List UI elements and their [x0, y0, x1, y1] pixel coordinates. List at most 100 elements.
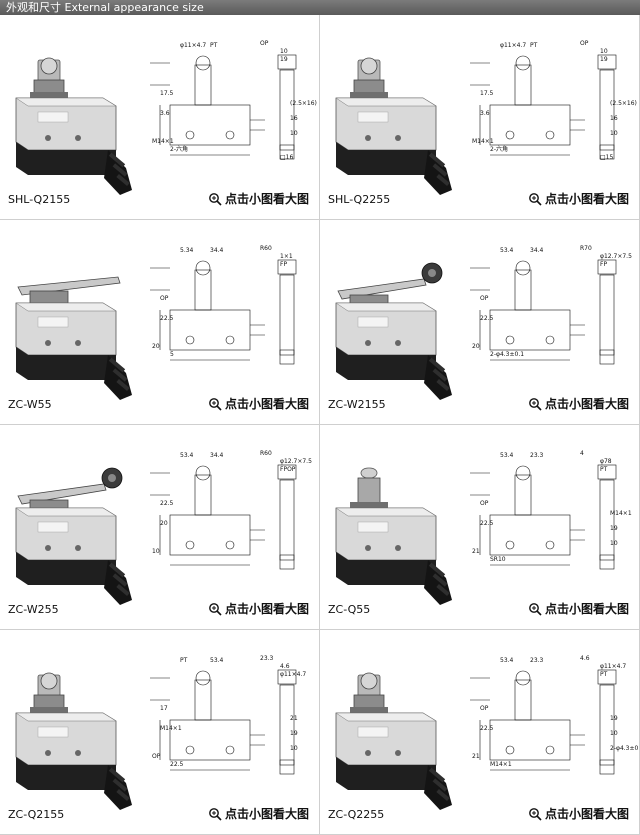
magnifier-icon [529, 602, 542, 616]
switch-photo[interactable] [8, 460, 138, 605]
svg-text:φ11×4.7: φ11×4.7 [500, 42, 526, 49]
svg-text:φ12.7×7.5: φ12.7×7.5 [600, 253, 632, 260]
switch-photo[interactable] [328, 460, 458, 605]
svg-text:10: 10 [290, 745, 298, 752]
zoom-label: 点击小图看大图 [544, 807, 629, 821]
svg-text:φ11×4.7: φ11×4.7 [180, 42, 206, 49]
zoom-link[interactable]: 点击小图看大图 [528, 805, 629, 822]
model-label: ZC-W255 [8, 603, 59, 616]
switch-photo[interactable] [328, 665, 458, 810]
zoom-label: 点击小图看大图 [224, 602, 309, 616]
svg-text:22.5: 22.5 [160, 500, 174, 507]
svg-text:22.5: 22.5 [480, 315, 494, 322]
model-label: ZC-Q2155 [8, 808, 65, 821]
zoom-link[interactable]: 点击小图看大图 [528, 190, 629, 207]
svg-text:23.3: 23.3 [530, 452, 544, 459]
svg-text:10: 10 [610, 730, 618, 737]
switch-photo[interactable] [8, 665, 138, 810]
svg-text:20: 20 [152, 343, 160, 350]
svg-text:PT: PT [600, 466, 608, 473]
svg-text:OP: OP [480, 705, 489, 712]
zoom-link[interactable]: 点击小图看大图 [208, 190, 309, 207]
svg-text:M14×1: M14×1 [472, 138, 494, 145]
section-header: 外观和尺寸 External appearance size [0, 0, 640, 15]
svg-text:19: 19 [600, 56, 608, 63]
zoom-link[interactable]: 点击小图看大图 [528, 600, 629, 617]
zoom-link[interactable]: 点击小图看大图 [528, 395, 629, 412]
zoom-label: 点击小图看大图 [544, 602, 629, 616]
svg-text:53.4: 53.4 [500, 452, 514, 459]
svg-text:OP: OP [260, 40, 269, 47]
svg-text:R60: R60 [260, 245, 272, 252]
svg-text:23.3: 23.3 [530, 657, 544, 664]
svg-text:OP: OP [580, 40, 589, 47]
svg-text:FP: FP [280, 261, 287, 268]
svg-text:22.5: 22.5 [480, 725, 494, 732]
svg-text:34.4: 34.4 [210, 247, 224, 254]
svg-text:PT: PT [210, 42, 218, 49]
svg-text:1×1: 1×1 [280, 253, 293, 260]
svg-text:φ12.7×7.5: φ12.7×7.5 [280, 458, 312, 465]
svg-text:M14×1: M14×1 [610, 510, 632, 517]
svg-text:53.4: 53.4 [210, 657, 224, 664]
magnifier-icon [209, 602, 222, 616]
model-label: ZC-Q2255 [328, 808, 385, 821]
zoom-label: 点击小图看大图 [224, 397, 309, 411]
svg-text:10: 10 [600, 48, 608, 55]
svg-text:22.5: 22.5 [480, 520, 494, 527]
switch-photo[interactable] [328, 255, 458, 400]
svg-text:10: 10 [152, 548, 160, 555]
model-label: ZC-W2155 [328, 398, 386, 411]
magnifier-icon [209, 192, 222, 206]
zoom-link[interactable]: 点击小图看大图 [208, 805, 309, 822]
svg-text:53.4: 53.4 [180, 452, 194, 459]
svg-text:(2.5×16): (2.5×16) [610, 100, 637, 107]
svg-text:□15: □15 [600, 154, 613, 161]
svg-text:21: 21 [472, 548, 480, 555]
svg-text:φ11×4.7: φ11×4.7 [600, 663, 626, 670]
svg-text:5.34: 5.34 [180, 247, 194, 254]
svg-text:21: 21 [472, 753, 480, 760]
svg-text:3.6: 3.6 [160, 110, 170, 117]
magnifier-icon [529, 397, 542, 411]
switch-photo[interactable] [8, 50, 138, 195]
svg-text:OP: OP [480, 295, 489, 302]
model-label: SHL-Q2155 [8, 193, 71, 206]
svg-text:20: 20 [472, 343, 480, 350]
switch-photo[interactable] [328, 50, 458, 195]
switch-photo[interactable] [8, 255, 138, 400]
svg-text:PT: PT [530, 42, 538, 49]
svg-text:34.4: 34.4 [530, 247, 544, 254]
svg-text:23.3: 23.3 [260, 655, 274, 662]
zoom-label: 点击小图看大图 [544, 397, 629, 411]
magnifier-icon [529, 192, 542, 206]
svg-text:10: 10 [610, 130, 618, 137]
svg-text:4.6: 4.6 [580, 655, 590, 662]
svg-text:19: 19 [610, 715, 618, 722]
svg-text:16: 16 [610, 115, 618, 122]
svg-text:SR10: SR10 [490, 556, 506, 563]
zoom-link[interactable]: 点击小图看大图 [208, 600, 309, 617]
svg-text:21: 21 [290, 715, 298, 722]
svg-text:PT: PT [180, 657, 188, 664]
svg-text:20: 20 [160, 520, 168, 527]
svg-text:22.5: 22.5 [160, 315, 174, 322]
model-label: ZC-W55 [8, 398, 52, 411]
svg-text:16: 16 [290, 115, 298, 122]
svg-text:2-六角: 2-六角 [170, 145, 188, 153]
svg-text:53.4: 53.4 [500, 247, 514, 254]
model-label: ZC-Q55 [328, 603, 371, 616]
svg-text:FPOP: FPOP [280, 466, 296, 473]
svg-text:4.6: 4.6 [280, 663, 290, 670]
zoom-link[interactable]: 点击小图看大图 [208, 395, 309, 412]
